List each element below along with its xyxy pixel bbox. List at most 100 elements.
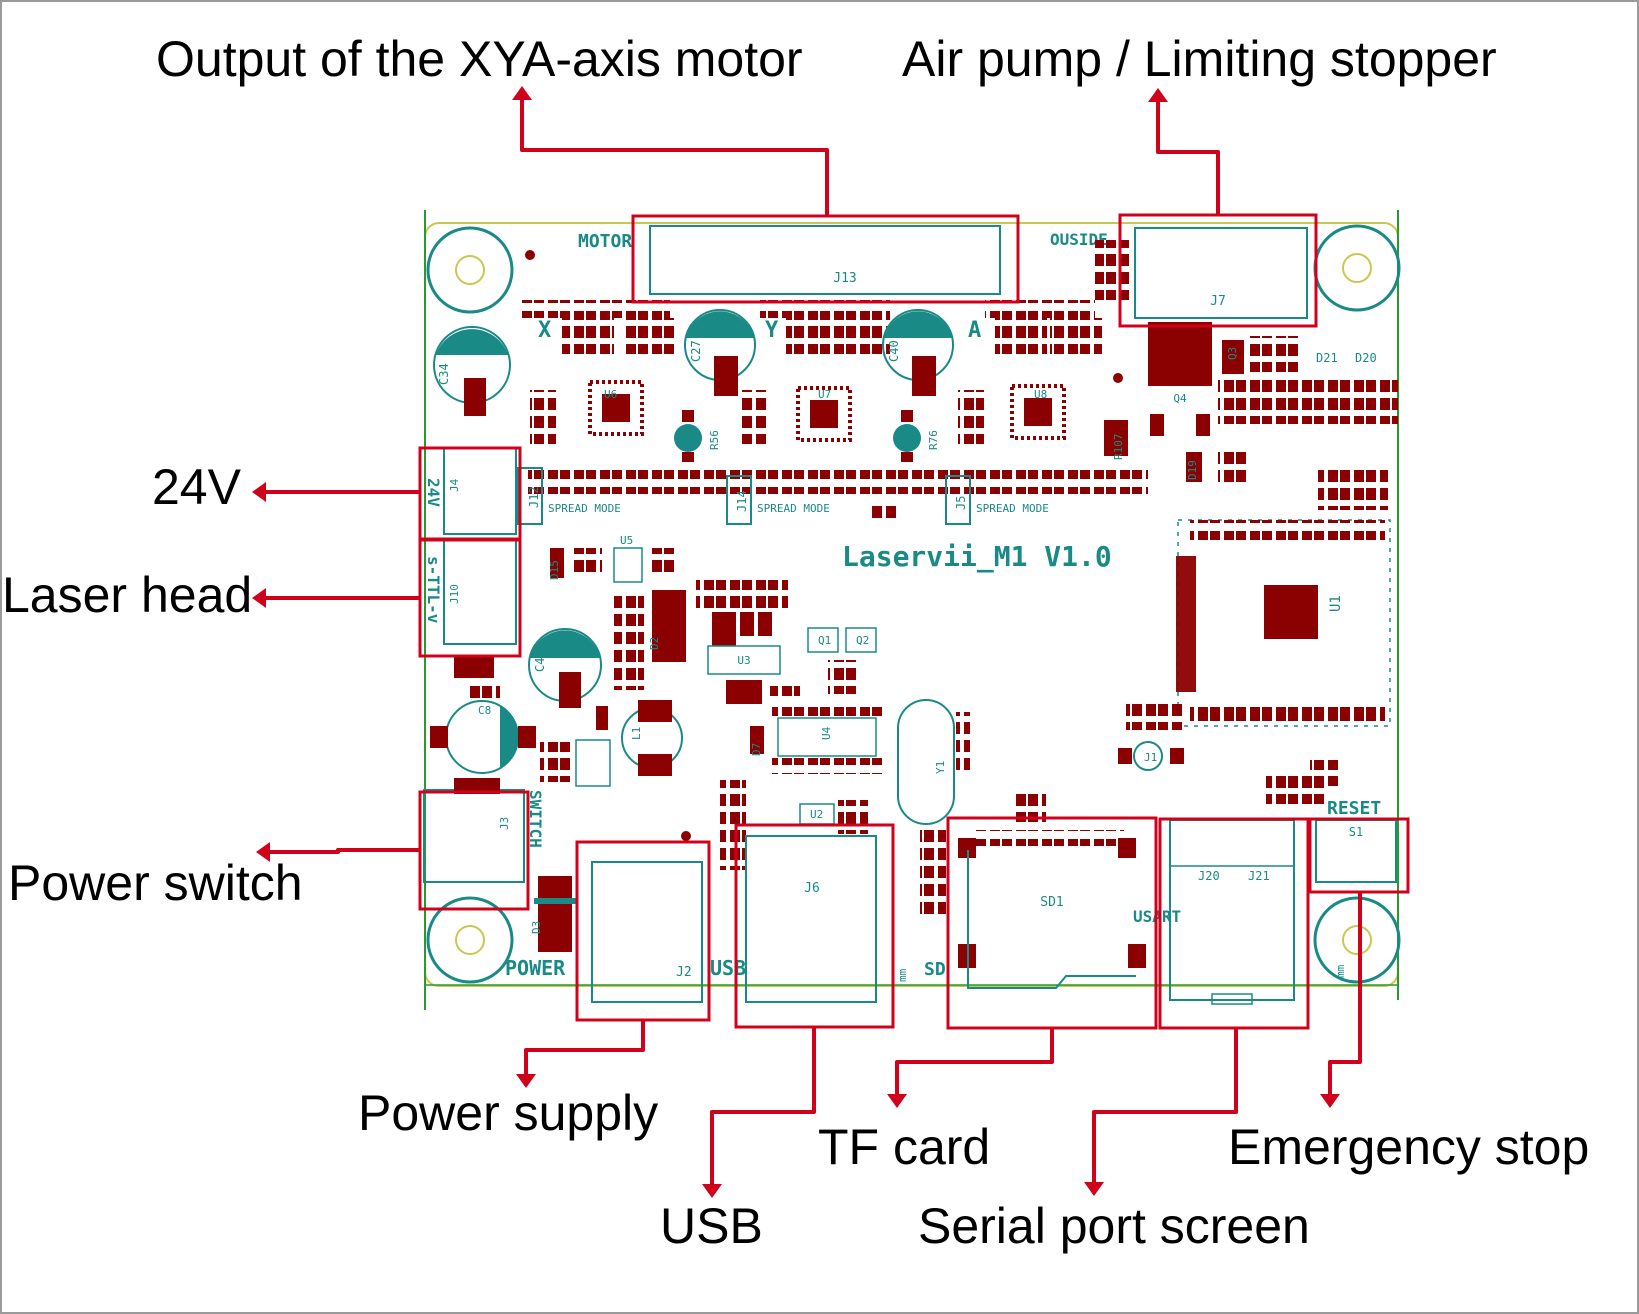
pad-cluster-f (1050, 318, 1102, 354)
silk-sd: SD (924, 959, 946, 980)
pad-c11 (770, 682, 800, 696)
pot-r56: R56 (674, 410, 721, 462)
label-d20: D20 (1355, 351, 1377, 365)
jumper-j12: J12 SPREAD MODE (517, 467, 621, 525)
cap-c4: C4 (528, 628, 602, 708)
j6-body (745, 835, 877, 1003)
pad-column-sd (920, 830, 946, 920)
silk-usb: USB (710, 956, 746, 980)
ic-u3: U3 (707, 612, 781, 704)
cap-c34: C34 (433, 326, 511, 416)
pin-dot-j2 (681, 831, 691, 841)
d7: D7 (750, 726, 764, 756)
svg-text:R107: R107 (1112, 434, 1125, 461)
pad-cluster-reset2 (1310, 760, 1340, 786)
label-j3: J3 (498, 817, 511, 830)
resistor-row-1 (520, 300, 670, 318)
pad-r9 (596, 706, 608, 730)
j1-buzzer: J1 (1118, 741, 1184, 771)
label-s1: S1 (1349, 825, 1363, 839)
ic-u8: U8 (1010, 384, 1066, 440)
ic-u2: U2 (799, 803, 835, 825)
callout-arrows (252, 86, 1362, 1198)
svg-text:J12: J12 (527, 486, 541, 508)
q1-q2: Q1 Q2 (807, 627, 877, 653)
svg-text:C40: C40 (887, 340, 901, 362)
label-j7: J7 (1210, 294, 1226, 309)
highlight-air-pump (1118, 213, 1318, 328)
label-d21: D21 (1316, 351, 1338, 365)
resistor-row-3 (985, 300, 1095, 318)
pad-cluster-j1 (1126, 700, 1182, 730)
svg-text:U8: U8 (1034, 388, 1047, 401)
svg-text:U2: U2 (810, 808, 823, 821)
silk-axis-x: X (538, 318, 551, 343)
callout-air-pump: Air pump / Limiting stopper (902, 31, 1497, 87)
highlight-usb (734, 823, 895, 1029)
pad-row-u3 (696, 580, 788, 610)
pad-cluster-c8 (540, 742, 570, 782)
q3: Q3 (1222, 340, 1244, 374)
pin1-dot (525, 250, 535, 260)
label-j21: J21 (1248, 869, 1270, 883)
cap-c27: C27 (684, 309, 756, 396)
pad-column-right (958, 390, 984, 444)
silk-switch: SWITCH (526, 790, 545, 848)
mosfet-q4: Q4 (1148, 322, 1212, 436)
callout-power-supply: Power supply (358, 1085, 658, 1141)
jumper-j14: J14 SPREAD MODE (726, 475, 830, 525)
label-j6: J6 (804, 881, 820, 896)
svg-text:D7: D7 (750, 743, 763, 756)
resistor-row-long (528, 470, 1148, 494)
pad-cluster-d19 (1218, 452, 1248, 482)
pad-cluster-j7 (1095, 240, 1129, 300)
svg-text:L1: L1 (630, 727, 643, 740)
svg-text:Q2: Q2 (856, 634, 869, 647)
pad-cluster-d (838, 318, 890, 354)
pad-cluster-q3 (1250, 336, 1302, 372)
j7-body (1134, 227, 1308, 319)
svg-text:SPREAD MODE: SPREAD MODE (976, 502, 1049, 515)
svg-text:D2: D2 (648, 637, 661, 650)
svg-text:J14: J14 (735, 490, 749, 512)
silk-24v: 24V (424, 478, 443, 507)
pad-cluster-q1 (828, 660, 858, 694)
svg-text:Q1: Q1 (818, 634, 831, 647)
callout-24v: 24V (152, 459, 242, 515)
pad-cluster-far-right (1318, 470, 1388, 510)
mounting-holes (426, 224, 1401, 984)
svg-text:C4: C4 (533, 658, 547, 672)
svg-text:SPREAD MODE: SPREAD MODE (757, 502, 830, 515)
pad-cluster-u5b (648, 548, 678, 578)
d2: D2 (648, 590, 686, 662)
ic-u5: U5 (613, 534, 643, 583)
pot-r76: R76 (893, 410, 940, 462)
callout-tf-card: TF card (818, 1119, 990, 1175)
silk-mm-2: mm (1334, 964, 1347, 978)
pad-column-c4 (614, 590, 644, 690)
j2-body (591, 861, 703, 1003)
ic-u4: U4 (772, 700, 884, 774)
svg-text:U5: U5 (620, 534, 633, 547)
silk-axis-a: A (968, 318, 981, 343)
cap-c8: C8 (430, 700, 536, 774)
label-j13: J13 (833, 271, 856, 286)
pad-cluster-e (995, 318, 1047, 354)
pad-cluster-u2 (838, 800, 868, 834)
board-name: Laservii_M1 V1.0 (842, 540, 1112, 573)
highlight-power-switch (418, 790, 530, 911)
svg-text:D3: D3 (530, 921, 543, 934)
pad-cluster-a (562, 318, 614, 354)
svg-text:D19: D19 (1186, 460, 1199, 480)
svg-text:U7: U7 (818, 388, 831, 401)
pad-column-left (530, 390, 556, 444)
r107: R107 (1104, 420, 1128, 460)
pad-d10 (454, 778, 500, 794)
d3: D3 (530, 876, 576, 952)
ic-u6: U6 (588, 380, 644, 436)
silk-power: POWER (505, 956, 566, 980)
d19: D19 (1186, 452, 1202, 482)
svg-text:Y1: Y1 (934, 761, 947, 774)
